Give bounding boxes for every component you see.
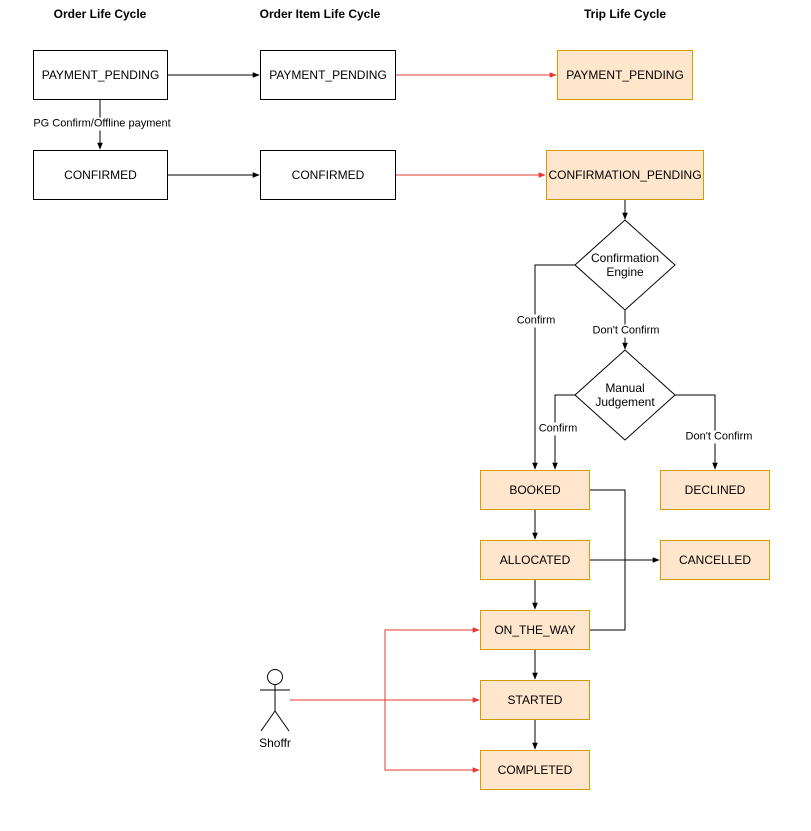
order-transition-label: PG Confirm/Offline payment	[32, 117, 172, 131]
trip-lane-title: Trip Life Cycle	[583, 7, 667, 21]
trip-confirmation-pending-node[interactable]: CONFIRMATION_PENDING	[546, 150, 704, 200]
order-confirmed-node[interactable]: CONFIRMED	[33, 150, 168, 200]
edge-label-engine-dont-confirm: Don't Confirm	[591, 324, 661, 338]
edge-label-manual-confirm: Confirm	[537, 422, 579, 436]
edge-label-engine-confirm: Confirm	[515, 314, 557, 328]
actor-shoffr-icon	[260, 669, 290, 732]
trip-on-the-way-node[interactable]: ON_THE_WAY	[480, 610, 590, 650]
edge-engine-confirm-to-booked	[532, 264, 575, 470]
order-item-lane-title: Order Item Life Cycle	[259, 7, 381, 21]
edge-actor-to-completed	[384, 700, 480, 773]
trip-declined-node[interactable]: DECLINED	[660, 470, 770, 510]
trip-payment-pending-node[interactable]: PAYMENT_PENDING	[557, 50, 693, 100]
manual-judgement-diamond[interactable]	[574, 349, 676, 441]
order-payment-pending-node[interactable]: PAYMENT_PENDING	[33, 50, 168, 100]
order-item-payment-pending-node[interactable]: PAYMENT_PENDING	[260, 50, 396, 100]
trip-allocated-node[interactable]: ALLOCATED	[480, 540, 590, 580]
edge-label-manual-dont-confirm: Don't Confirm	[684, 430, 754, 444]
confirmation-engine-label: Confirmation Engine	[590, 251, 660, 279]
trip-completed-node[interactable]: COMPLETED	[480, 750, 590, 790]
edge-actor-to-on-the-way	[384, 627, 480, 700]
trip-cancelled-node[interactable]: CANCELLED	[660, 540, 770, 580]
manual-judgement-label: Manual Judgement	[595, 381, 655, 409]
edge-booked-on-the-way-to-cancelled	[590, 489, 626, 631]
trip-started-node[interactable]: STARTED	[480, 680, 590, 720]
trip-booked-node[interactable]: BOOKED	[480, 470, 590, 510]
order-lane-title: Order Life Cycle	[53, 7, 147, 21]
edge-manual-dont-confirm-to-declined	[675, 394, 718, 470]
order-item-confirmed-node[interactable]: CONFIRMED	[260, 150, 396, 200]
actor-shoffr-label: Shoffr	[259, 736, 291, 750]
edge-manual-confirm-to-booked	[552, 394, 575, 470]
